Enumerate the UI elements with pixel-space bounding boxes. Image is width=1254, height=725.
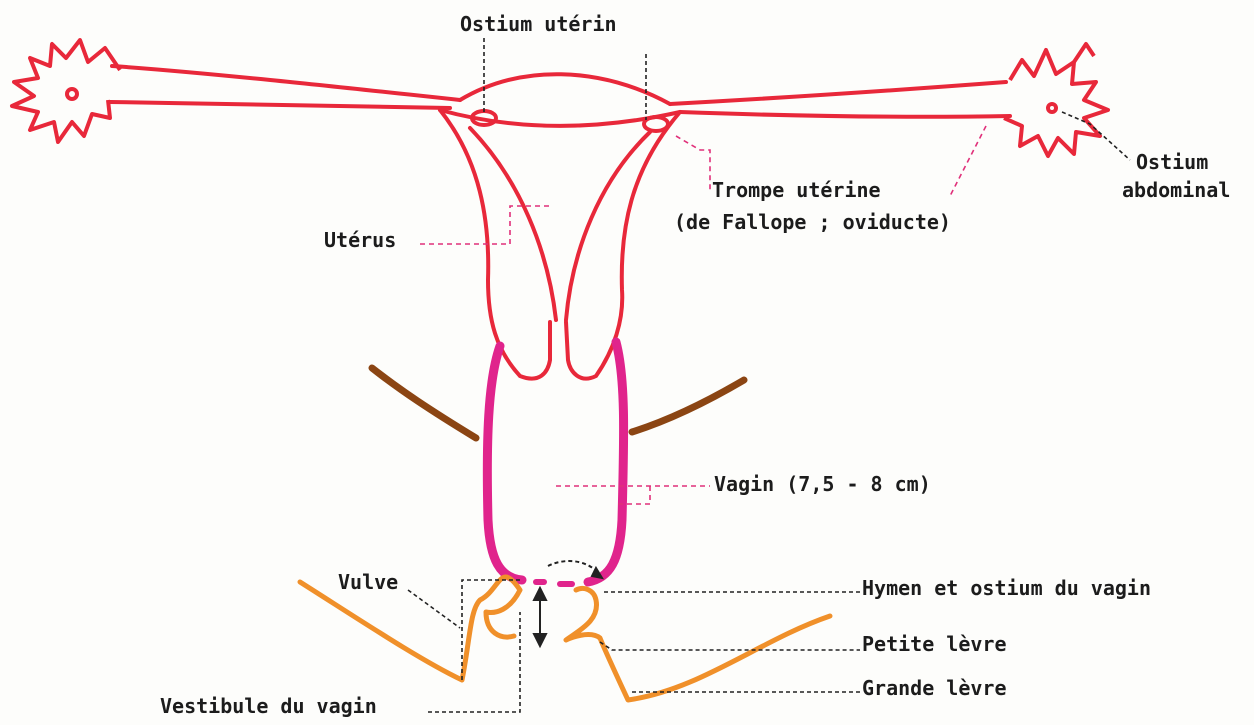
left-fimbriae [12,40,120,142]
label-hymen: Hymen et ostium du vagin [862,578,1151,598]
label-ostium-uterin: Ostium utérin [460,14,617,34]
label-vestibule: Vestibule du vagin [160,696,377,716]
label-petite-levre: Petite lèvre [862,634,1007,654]
label-vulve: Vulve [338,572,398,592]
ligaments [372,368,744,438]
label-trompe-uterine: Trompe utérine [712,180,881,200]
label-ostium-abdominal-line1: Ostium [1136,152,1208,172]
label-grande-levre: Grande lèvre [862,678,1007,698]
leader-lines-pink [420,126,986,504]
vulva [300,577,830,700]
label-vagin: Vagin (7,5 - 8 cm) [714,474,931,494]
right-fimbriae [1004,44,1108,156]
label-trompe-synonyms: (de Fallope ; oviducte) [674,212,951,232]
vagina [487,342,623,582]
hymen-marks [536,582,572,584]
label-ostium-abdominal-line2: abdominal [1122,180,1230,200]
label-uterus: Utérus [324,230,396,250]
